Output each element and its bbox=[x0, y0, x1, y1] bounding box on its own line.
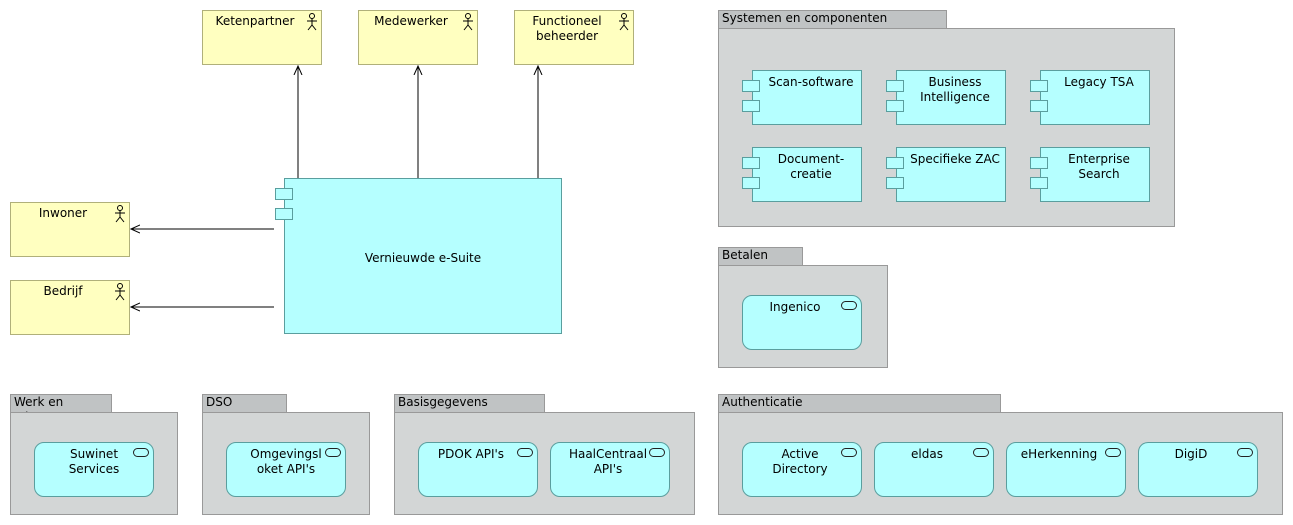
group-title: Authenticatie bbox=[722, 395, 803, 409]
service-label: HaalCentraal API's bbox=[568, 447, 648, 476]
component-scan-software[interactable]: Scan-software bbox=[752, 70, 862, 125]
actor-label: Ketenpartner bbox=[215, 14, 295, 28]
service-digid[interactable]: DigiD bbox=[1138, 442, 1258, 497]
service-icon bbox=[841, 448, 857, 457]
service-ingenico[interactable]: Ingenico bbox=[742, 295, 862, 350]
component-label: Legacy TSA bbox=[1064, 75, 1134, 89]
service-omgevingsloket[interactable]: Omgevingsloket API's bbox=[226, 442, 346, 497]
service-icon bbox=[517, 448, 533, 457]
actor-ketenpartner[interactable]: Ketenpartner bbox=[202, 10, 322, 65]
actor-icon bbox=[619, 13, 629, 31]
component-icon bbox=[742, 157, 760, 169]
actor-bedrijf[interactable]: Bedrijf bbox=[10, 280, 130, 335]
service-label: PDOK API's bbox=[437, 447, 505, 461]
component-icon bbox=[1030, 80, 1048, 92]
actor-label: Medewerker bbox=[374, 14, 448, 28]
component-specifieke-zac[interactable]: Specifieke ZAC bbox=[896, 147, 1006, 202]
component-icon bbox=[275, 208, 293, 220]
component-label: Scan-software bbox=[768, 75, 854, 89]
service-label: Omgevingsloket API's bbox=[250, 447, 322, 476]
component-icon bbox=[742, 80, 760, 92]
group-tab-systemen: Systemen en componenten bbox=[718, 10, 947, 29]
component-label: Specifieke ZAC bbox=[910, 152, 1000, 166]
group-title: Betalen bbox=[722, 248, 768, 262]
service-eherkenning[interactable]: eHerkenning bbox=[1006, 442, 1126, 497]
group-tab-authenticatie: Authenticatie bbox=[718, 394, 1001, 413]
component-enterprise-search[interactable]: Enterprise Search bbox=[1040, 147, 1150, 202]
component-document-creatie[interactable]: Document-creatie bbox=[752, 147, 862, 202]
group-tab-dso: DSO bbox=[202, 394, 287, 413]
service-pdok[interactable]: PDOK API's bbox=[418, 442, 538, 497]
component-label: Document-creatie bbox=[777, 152, 845, 181]
service-label: eldas bbox=[911, 447, 943, 461]
component-icon bbox=[886, 177, 904, 189]
component-business-intelligence[interactable]: Business Intelligence bbox=[896, 70, 1006, 125]
actor-functioneel-beheerder[interactable]: Functioneel beheerder bbox=[514, 10, 634, 65]
actor-icon bbox=[115, 283, 125, 301]
actor-medewerker[interactable]: Medewerker bbox=[358, 10, 478, 65]
component-icon bbox=[1030, 177, 1048, 189]
service-suwinet[interactable]: Suwinet Services bbox=[34, 442, 154, 497]
component-icon bbox=[886, 157, 904, 169]
group-title: Systemen en componenten bbox=[722, 11, 888, 25]
service-haalcentraal[interactable]: HaalCentraal API's bbox=[550, 442, 670, 497]
service-eldas[interactable]: eldas bbox=[874, 442, 994, 497]
service-icon bbox=[649, 448, 665, 457]
component-icon bbox=[742, 100, 760, 112]
service-icon bbox=[325, 448, 341, 457]
group-title: DSO bbox=[206, 395, 233, 409]
service-icon bbox=[1105, 448, 1121, 457]
component-label: Enterprise Search bbox=[1068, 152, 1130, 181]
actor-label: Functioneel beheerder bbox=[532, 14, 602, 43]
component-icon bbox=[1030, 157, 1048, 169]
component-icon bbox=[886, 100, 904, 112]
component-icon bbox=[886, 80, 904, 92]
service-label: eHerkenning bbox=[1020, 447, 1098, 461]
service-icon bbox=[973, 448, 989, 457]
group-tab-werk-en-inkomen: Werk en Inkomen bbox=[10, 394, 112, 424]
service-icon bbox=[133, 448, 149, 457]
service-label: Active Directory bbox=[772, 447, 828, 476]
component-icon bbox=[1030, 100, 1048, 112]
group-title: Basisgegevens bbox=[398, 395, 488, 409]
component-label: Vernieuwde e-Suite bbox=[364, 251, 482, 265]
component-legacy-tsa[interactable]: Legacy TSA bbox=[1040, 70, 1150, 125]
actor-label: Bedrijf bbox=[43, 284, 83, 298]
actor-icon bbox=[307, 13, 317, 31]
actor-inwoner[interactable]: Inwoner bbox=[10, 202, 130, 257]
service-icon bbox=[841, 301, 857, 310]
group-tab-betalen: Betalen bbox=[718, 247, 803, 266]
service-icon bbox=[1237, 448, 1253, 457]
group-tab-basisgegevens: Basisgegevens bbox=[394, 394, 545, 413]
actor-icon bbox=[463, 13, 473, 31]
service-active-directory[interactable]: Active Directory bbox=[742, 442, 862, 497]
service-label: DigiD bbox=[1174, 447, 1208, 461]
component-icon bbox=[275, 188, 293, 200]
actor-label: Inwoner bbox=[38, 206, 88, 220]
component-label: Business Intelligence bbox=[920, 75, 990, 104]
actor-icon bbox=[115, 205, 125, 223]
service-label: Suwinet Services bbox=[68, 447, 120, 476]
service-label: Ingenico bbox=[769, 300, 821, 314]
component-vernieuwde-e-suite[interactable]: Vernieuwde e-Suite bbox=[284, 178, 562, 334]
component-icon bbox=[742, 177, 760, 189]
